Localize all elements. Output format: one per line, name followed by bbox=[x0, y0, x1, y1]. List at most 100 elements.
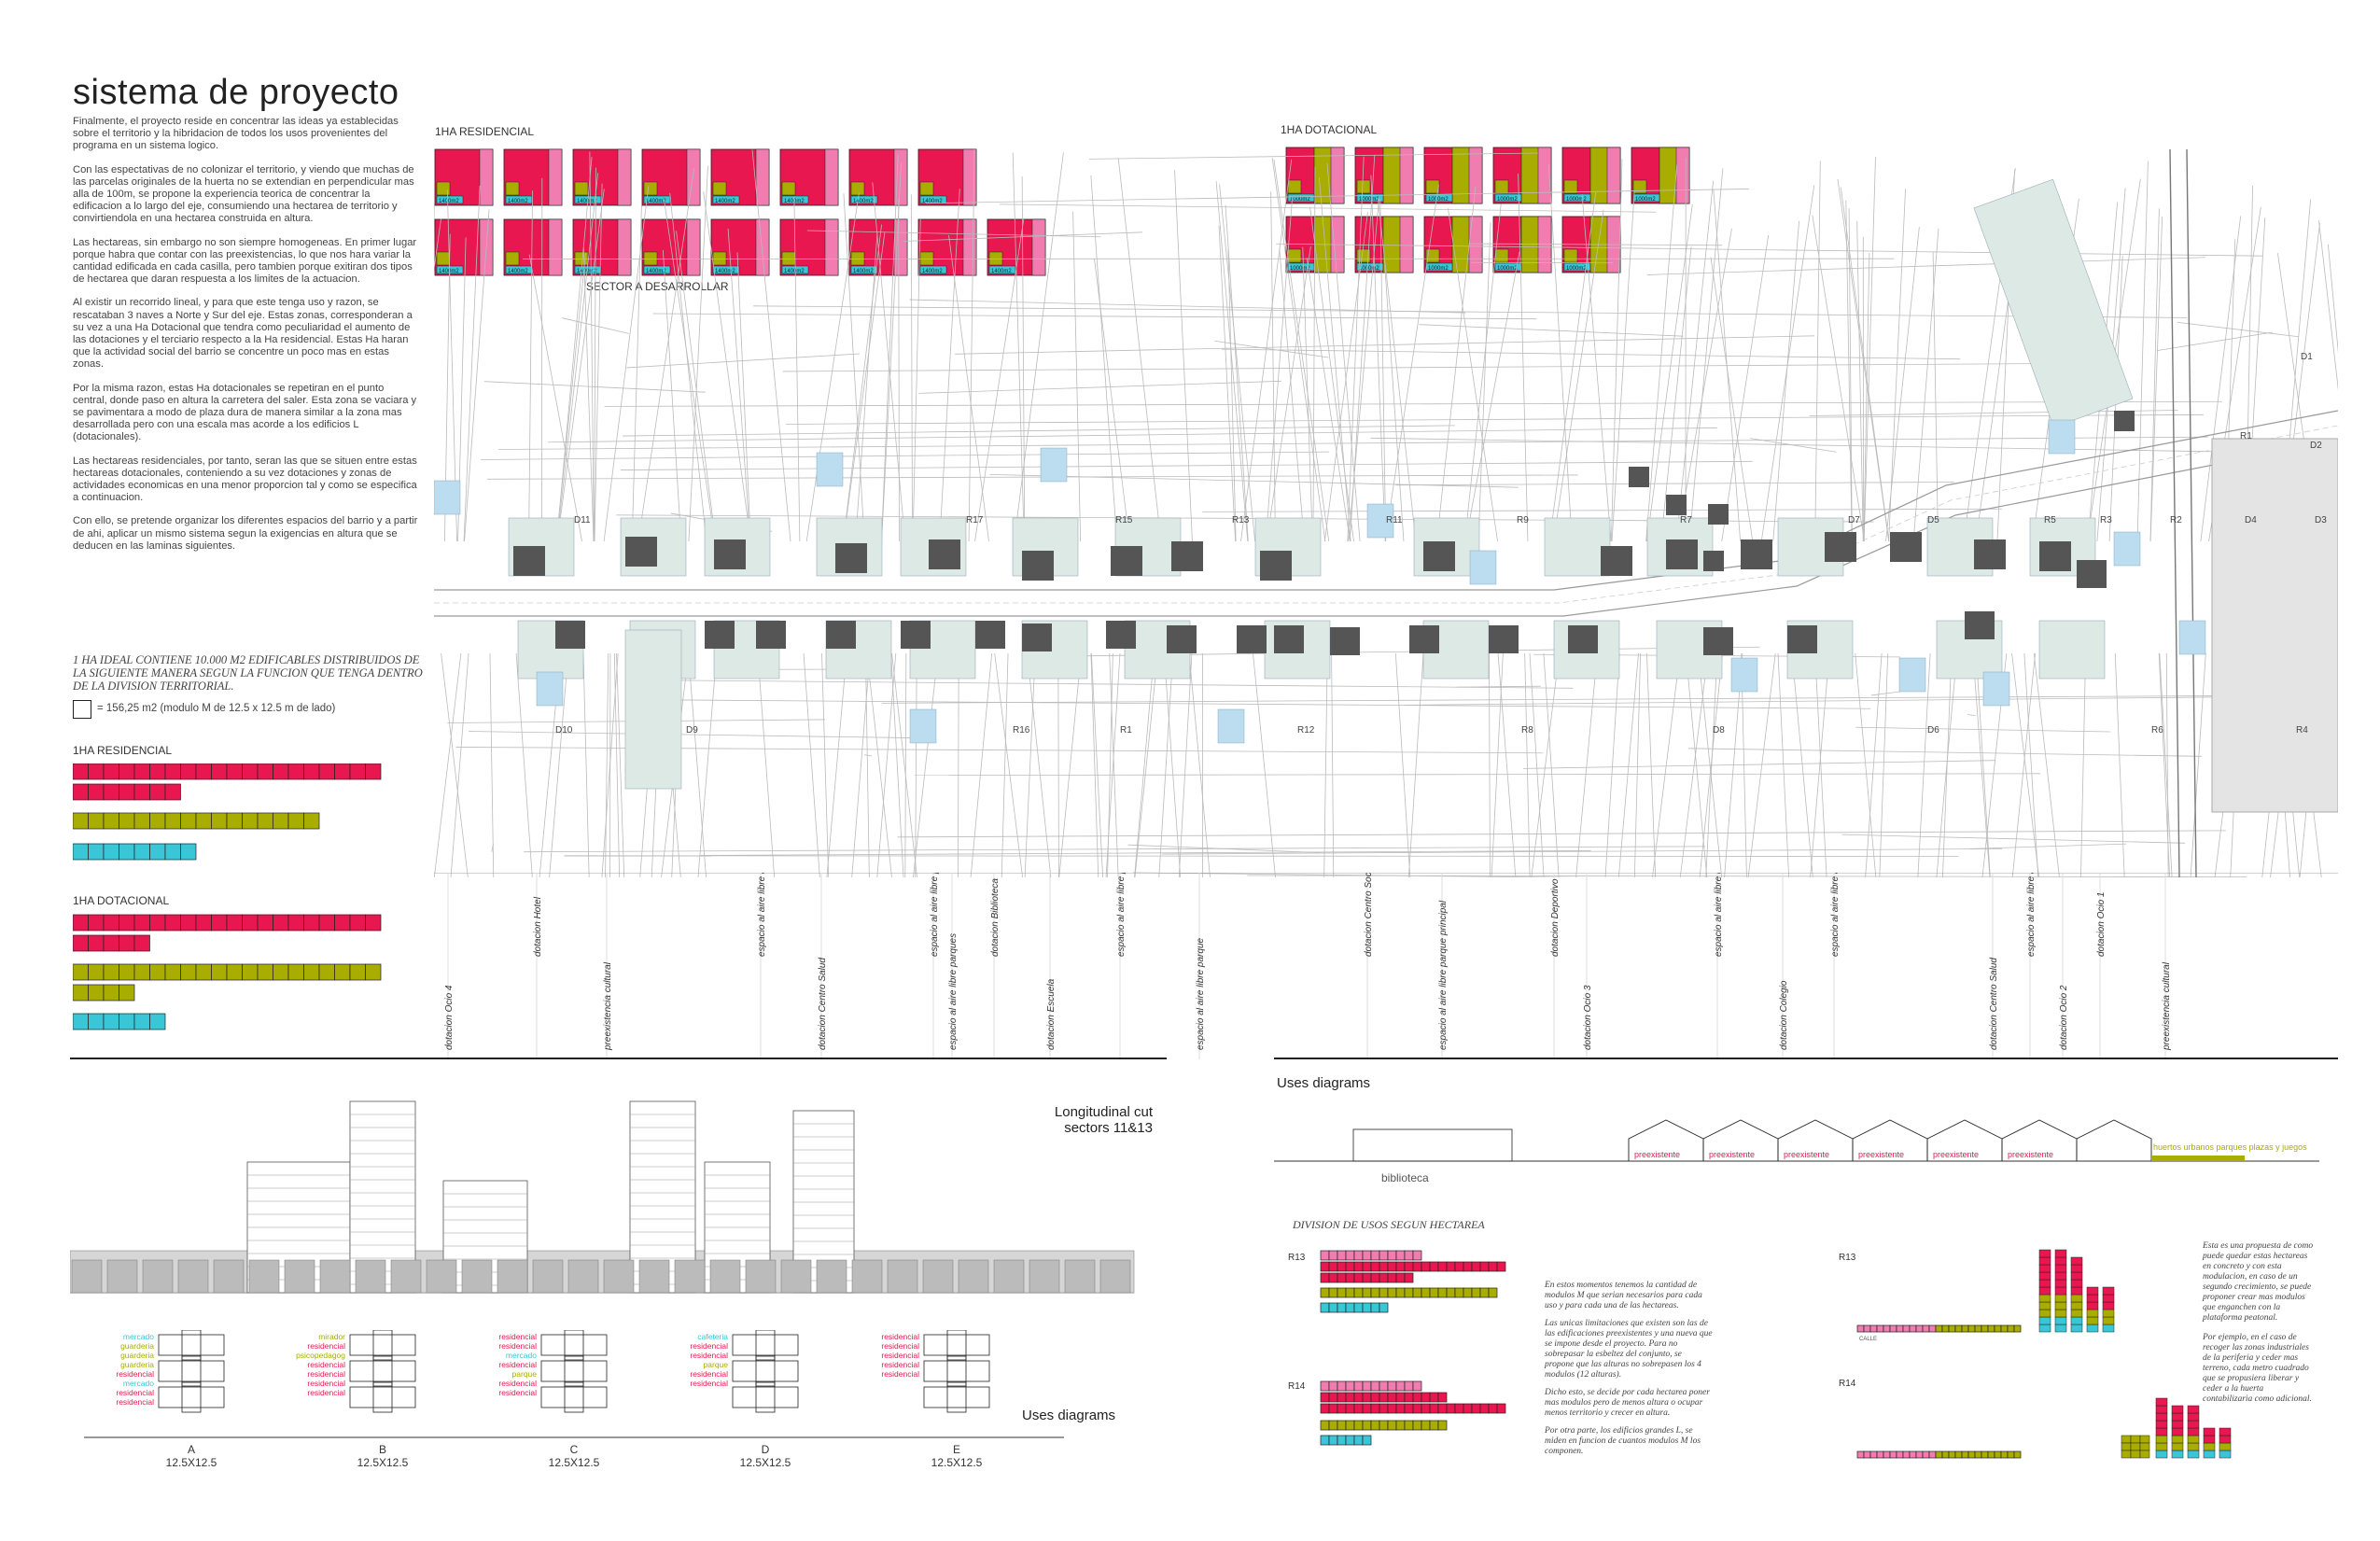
tile-m2: 1000m2 bbox=[1359, 266, 1379, 272]
dotacional-module bbox=[103, 812, 119, 830]
section-annotation: espacio al aire libre parque bbox=[1196, 937, 1206, 1050]
use-label: residencial bbox=[116, 1397, 154, 1407]
dotacional-module bbox=[1961, 1450, 1969, 1459]
tile-dot bbox=[1563, 179, 1578, 194]
tile-dot bbox=[712, 181, 727, 196]
parcel-line bbox=[851, 652, 871, 877]
section-annotation: dotacion Ocio 3 bbox=[1583, 985, 1593, 1050]
type-letter: E bbox=[953, 1443, 960, 1456]
residential-module bbox=[103, 914, 119, 932]
parcel-line bbox=[2200, 216, 2242, 542]
dotacional-module bbox=[1987, 1450, 1995, 1459]
residencial-label: 1HA RESIDENCIAL bbox=[73, 744, 173, 757]
pink-module bbox=[1902, 1450, 1911, 1459]
building-block bbox=[835, 543, 867, 573]
parcel-line bbox=[2156, 331, 2274, 352]
residential-module bbox=[257, 914, 273, 932]
building-block bbox=[1171, 541, 1203, 571]
tile-m2: 1400m2 bbox=[991, 269, 1012, 274]
dotacional-module bbox=[1421, 1287, 1431, 1298]
residential-module bbox=[1404, 1392, 1414, 1403]
tile-m2: 1000m2 bbox=[1566, 197, 1587, 203]
building-block bbox=[826, 621, 856, 649]
parcel-line bbox=[486, 474, 1578, 480]
dotacional-module bbox=[1954, 1450, 1963, 1459]
dotacional-module bbox=[287, 812, 304, 830]
tile-dot bbox=[1356, 179, 1371, 194]
residential-module bbox=[88, 783, 105, 801]
terciario-module bbox=[1337, 1435, 1347, 1446]
parcel-line bbox=[1463, 203, 1502, 542]
division-notes: En estos momentos tenemos la cantidad de… bbox=[1545, 1281, 1713, 1457]
stack-cell bbox=[2054, 1316, 2067, 1325]
type-e: residencialresidencialresidencialresiden… bbox=[881, 1330, 990, 1469]
hectare-tile: 1000m2 bbox=[1492, 147, 1552, 204]
parcel-line bbox=[1645, 164, 1678, 542]
map-sector-label: R12 bbox=[1297, 725, 1315, 735]
parcel-line bbox=[1253, 652, 1276, 877]
terciario-module bbox=[1353, 1302, 1364, 1313]
residential-module bbox=[149, 763, 166, 780]
parcel-line bbox=[556, 189, 605, 542]
tile-pink bbox=[824, 218, 839, 276]
type-b: miradorresidencialpsicopedagogresidencia… bbox=[296, 1330, 416, 1469]
dotacional-module bbox=[2013, 1324, 2022, 1333]
stack-cell bbox=[2070, 1271, 2083, 1281]
facade bbox=[816, 1259, 847, 1294]
blue-pad bbox=[1898, 657, 1926, 693]
residential-module bbox=[1379, 1261, 1389, 1272]
type-letter: B bbox=[379, 1443, 386, 1456]
residential-module bbox=[1496, 1403, 1506, 1414]
stack-cell bbox=[2171, 1412, 2184, 1422]
parcel-line bbox=[912, 217, 921, 542]
parcel-line bbox=[1879, 652, 1889, 877]
residential-module bbox=[1437, 1261, 1448, 1272]
parcel-line bbox=[556, 157, 593, 542]
tile-ter bbox=[712, 265, 740, 274]
dotacional-module bbox=[73, 984, 89, 1002]
intro-paragraph: Las hectareas residenciales, por tanto, … bbox=[73, 455, 417, 504]
parcel-line bbox=[866, 652, 892, 877]
pink-module bbox=[1370, 1380, 1380, 1392]
tile-m2: 1400m2 bbox=[508, 199, 528, 204]
parcel-line bbox=[1543, 652, 1560, 877]
tile-pink bbox=[1399, 147, 1414, 204]
use-label: guarderia bbox=[120, 1341, 154, 1351]
dotacional-module bbox=[1412, 1287, 1422, 1298]
building-block bbox=[1022, 551, 1054, 581]
dotacional-module bbox=[334, 963, 351, 981]
residential-module bbox=[1463, 1403, 1473, 1414]
terciario-module bbox=[88, 843, 105, 861]
parcel-line bbox=[589, 151, 595, 542]
residential-module bbox=[73, 783, 89, 801]
use-label: guarderia bbox=[120, 1360, 154, 1369]
parcel-line bbox=[1810, 652, 1830, 877]
parcel-line bbox=[897, 830, 2226, 838]
dotacional-module bbox=[273, 963, 289, 981]
hectare-tile: 1400m2 bbox=[434, 148, 494, 206]
module-core bbox=[181, 1330, 202, 1361]
dotacional-module bbox=[119, 984, 135, 1002]
residential-module bbox=[103, 934, 119, 952]
parcel-line bbox=[1855, 652, 1877, 877]
parcel-line bbox=[1477, 222, 1491, 542]
stack-cell bbox=[2038, 1324, 2051, 1333]
parcel-line bbox=[753, 305, 2188, 318]
residential-module bbox=[1479, 1403, 1490, 1414]
tile-pink bbox=[1468, 147, 1483, 204]
tile-m2: 1400m2 bbox=[715, 269, 735, 274]
blue-pad bbox=[1730, 657, 1758, 693]
terciario-module bbox=[1345, 1435, 1355, 1446]
parcel-line bbox=[1617, 652, 1639, 877]
parcel-line bbox=[1721, 234, 1770, 542]
parcel-line bbox=[1522, 760, 1995, 769]
pink-module bbox=[1412, 1380, 1422, 1392]
map-sector-label: D2 bbox=[2310, 441, 2322, 451]
residential-module bbox=[1328, 1261, 1338, 1272]
use-label: mirador bbox=[318, 1332, 345, 1341]
residential-module bbox=[73, 763, 89, 780]
stack-cell bbox=[2203, 1450, 2216, 1459]
huertos-strip bbox=[2151, 1156, 2245, 1161]
tile-ter bbox=[1356, 193, 1384, 203]
residential-module bbox=[164, 763, 181, 780]
